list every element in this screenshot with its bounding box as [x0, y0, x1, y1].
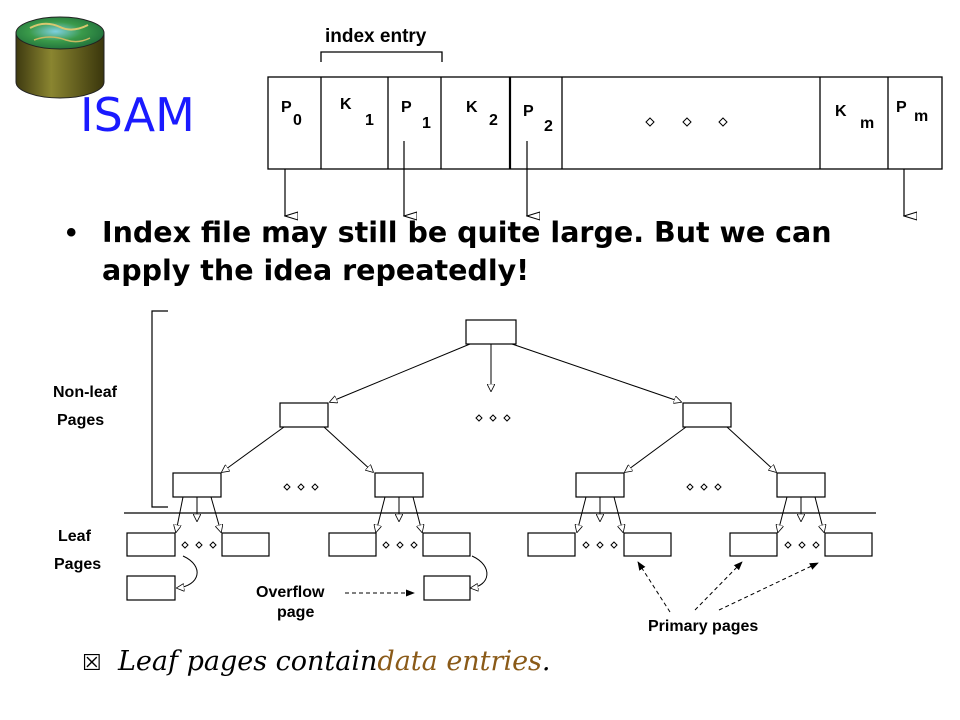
svg-text:K: K [835, 103, 847, 120]
footer-text-post: . [541, 646, 551, 677]
overflow-label: Overflow [256, 584, 325, 601]
level1-node-right [682, 402, 732, 428]
index-entry-cell-k1: K 1 [340, 96, 374, 129]
index-entry-label: index entry [325, 26, 427, 47]
overflow-arrows [177, 555, 488, 588]
svg-text:P: P [523, 103, 534, 120]
overflow-label-2: page [277, 604, 314, 621]
svg-text:0: 0 [293, 112, 302, 129]
database-cylinder-icon [15, 16, 105, 99]
footer-text-pre: Leaf pages contain [118, 646, 378, 677]
svg-text:P: P [896, 99, 907, 116]
svg-text:1: 1 [422, 115, 431, 132]
nonleaf-label: Non-leaf [53, 384, 118, 401]
footer-text-highlight: data entries [377, 646, 542, 677]
bullet-dot-icon: • [66, 216, 77, 249]
level2-node [172, 472, 222, 498]
leaf-page [623, 532, 672, 557]
index-page [267, 76, 943, 170]
leaf-page [328, 532, 377, 557]
svg-text:m: m [860, 115, 874, 132]
leaf-page [729, 532, 778, 557]
svg-text:P: P [401, 99, 412, 116]
svg-text:1: 1 [365, 112, 374, 129]
level2-node [575, 472, 625, 498]
index-entry-cell-p1: P 1 [401, 99, 431, 132]
leaf-label: Leaf [58, 528, 92, 545]
index-entry-brace [320, 51, 443, 62]
overflow-page [423, 575, 471, 601]
root-node [465, 319, 517, 345]
tree-ellipsis-marks [181, 414, 820, 549]
svg-text:K: K [466, 99, 478, 116]
bullet-item: • Index file may still be quite large. B… [66, 214, 896, 290]
dashed-arrows [345, 561, 819, 613]
leaf-page [422, 532, 471, 557]
index-entry-cell-pm: P m [896, 99, 928, 125]
svg-text:P: P [281, 99, 292, 116]
svg-text:K: K [340, 96, 352, 113]
index-pointer-arrows [285, 141, 904, 216]
nonleaf-label-2: Pages [57, 412, 104, 429]
footer-note: ☒ Leaf pages contain data entries. [82, 646, 551, 677]
svg-text:2: 2 [489, 112, 498, 129]
leaf-label-2: Pages [54, 556, 101, 573]
level1-node-left [279, 402, 329, 428]
index-entry-cell-p2: P 2 [523, 103, 553, 135]
primary-pages-label: Primary pages [648, 618, 758, 635]
overflow-page [126, 575, 176, 601]
tree-edges [176, 343, 824, 532]
level2-node [776, 472, 826, 498]
cross-box-icon: ☒ [82, 651, 102, 676]
leaf-page [824, 532, 873, 557]
leaf-page [527, 532, 576, 557]
slide-title: ISAM [80, 88, 195, 142]
leaf-page [221, 532, 270, 557]
bullet-text: Index file may still be quite large. But… [102, 216, 832, 287]
index-entry-ellipsis [645, 117, 728, 127]
level2-node [374, 472, 424, 498]
index-entry-cell-km: K m [835, 103, 874, 132]
svg-text:2: 2 [544, 118, 553, 135]
index-entry-cell-k2: K 2 [466, 99, 498, 129]
index-entry-cell-p0: P 0 [281, 99, 302, 129]
svg-text:m: m [914, 108, 928, 125]
nonleaf-bracket [151, 310, 168, 508]
leaf-page [126, 532, 176, 557]
